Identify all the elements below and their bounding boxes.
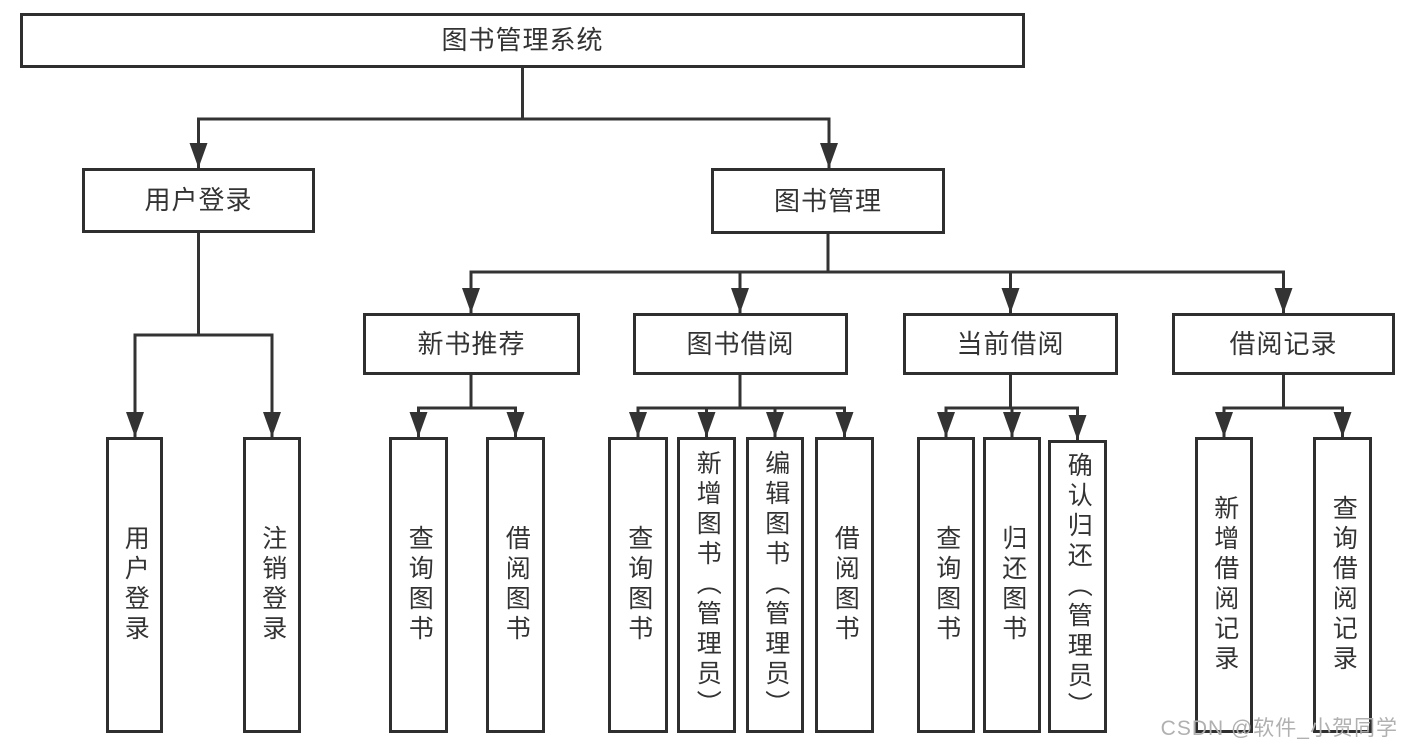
node-leaf-edit-book-admin: 编辑图书（管理员） [746,437,804,733]
arrow-icon [1215,412,1233,437]
node-library-system: 图书管理系统 [20,13,1025,68]
arrow-icon [697,412,716,437]
arrow-icon [189,143,208,168]
arrow-icon [1068,415,1087,440]
arrow-icon [263,412,281,437]
arrowheads [126,143,1352,440]
arrow-icon [506,412,525,437]
arrow-icon [126,412,144,437]
node-leaf-add-book-admin: 新增图书（管理员） [677,437,736,733]
node-leaf-query-books-3: 查询图书 [917,437,975,733]
node-leaf-query-books-2: 查询图书 [608,437,668,733]
node-leaf-borrow-books-1: 借阅图书 [486,437,545,733]
arrow-icon [1333,412,1352,437]
node-leaf-add-borrow-record: 新增借阅记录 [1195,437,1253,733]
node-leaf-query-books-1: 查询图书 [389,437,448,733]
watermark: CSDN @软件_小贺同学 [1160,717,1398,740]
arrow-icon [937,412,955,437]
connector-borrow-to-children [636,375,846,437]
arrow-icon [1274,288,1293,313]
arrow-icon [629,412,647,437]
node-user-login: 用户登录 [82,168,315,233]
arrow-icon [409,412,428,437]
node-leaf-confirm-return-admin: 确认归还（管理员） [1048,440,1107,733]
connector-root-to-level2 [197,68,831,168]
node-leaf-logout: 注销登录 [243,437,301,733]
node-leaf-borrow-books-2: 借阅图书 [815,437,874,733]
arrow-icon [462,288,480,313]
node-leaf-return-book: 归还图书 [983,437,1041,733]
arrow-icon [820,143,838,168]
node-borrowing-records: 借阅记录 [1172,313,1395,375]
arrow-icon [835,412,854,437]
node-new-book-recommend: 新书推荐 [363,313,580,375]
connector-userlogin-to-children [133,232,274,437]
node-current-borrowing: 当前借阅 [903,313,1118,375]
node-book-borrowing: 图书借阅 [633,313,848,375]
node-leaf-query-borrow-record: 查询借阅记录 [1313,437,1372,733]
arrow-icon [731,288,749,313]
arrow-icon [1001,288,1020,313]
connector-recommend-to-children [417,375,517,437]
arrow-icon [1003,412,1021,437]
arrow-icon [766,412,784,437]
node-book-management: 图书管理 [711,168,945,234]
node-leaf-user-login: 用户登录 [106,437,163,733]
connector-records-to-children [1222,375,1344,437]
connector-bookmgmt-to-children [469,234,1285,313]
